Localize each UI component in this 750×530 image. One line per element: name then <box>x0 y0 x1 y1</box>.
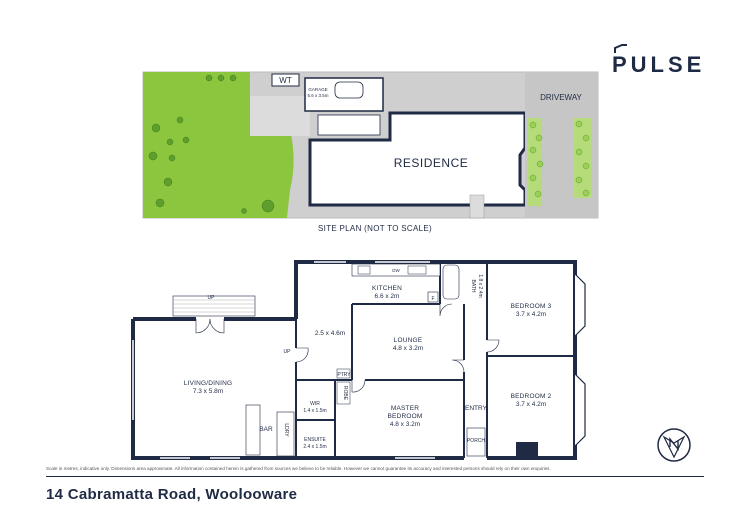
fireplace <box>516 442 538 456</box>
master-name-2: BEDROOM <box>388 413 423 420</box>
wt-label: WT <box>279 76 292 85</box>
bedroom3-dims: 3.7 x 4.2m <box>516 311 546 318</box>
fridge-label: F <box>431 296 434 302</box>
garden-shrubs <box>148 74 275 214</box>
master-dims: 4.8 x 3.2m <box>390 421 420 428</box>
deck-up-label: UP <box>208 295 216 301</box>
bathtub <box>442 264 460 300</box>
deck-boards <box>173 299 255 313</box>
kitchen-name: KITCHEN <box>372 285 402 292</box>
bay-windows <box>574 273 586 447</box>
stairs-up-label: UP <box>284 349 292 355</box>
residence-footprint <box>308 111 527 207</box>
residence-label: RESIDENCE <box>394 156 469 170</box>
pantry-label: PTRY <box>337 372 351 378</box>
site-plan-caption: SITE PLAN (NOT TO SCALE) <box>318 224 432 233</box>
bedroom2-name: BEDROOM 2 <box>511 393 552 400</box>
bedroom2-dims: 3.7 x 4.2m <box>516 401 546 408</box>
property-address: 14 Cabramatta Road, Woolooware <box>46 486 298 503</box>
dining-annex-dims: 2.5 x 4.6m <box>315 330 345 337</box>
bath-dims: 1.8 x 2.4m <box>477 274 483 297</box>
laundry-area <box>276 411 295 457</box>
laundry-label: LDRY <box>283 423 289 437</box>
kitchen-dims: 6.6 x 2m <box>375 293 400 300</box>
door-swings <box>295 303 500 393</box>
fridge <box>427 291 439 303</box>
garage <box>304 77 384 112</box>
brand-logo-mark-icon <box>614 44 627 53</box>
pantry-box <box>336 368 351 379</box>
driveway-label: DRIVEWAY <box>540 93 582 102</box>
north-compass-icon <box>657 428 691 462</box>
patio <box>317 114 381 136</box>
deck <box>172 295 256 317</box>
entry-label: ENTRY <box>465 405 488 412</box>
dishwasher-label: DW <box>392 268 400 273</box>
lounge-dims: 4.8 x 3.2m <box>393 345 423 352</box>
wir-name: WIR <box>310 401 320 407</box>
window-glass <box>132 261 435 459</box>
site-plan: WT GARAGE 5.6 x 3.5m RESIDENCE DRIVEWAY <box>142 71 599 219</box>
disclaimer-text: Scale in metres, indicative only. Dimens… <box>46 466 551 471</box>
garage-dims: 5.6 x 3.5m <box>307 93 328 98</box>
porch-label: PORCH <box>467 438 485 444</box>
french-doors <box>195 318 225 334</box>
robe-box <box>336 381 351 405</box>
ensuite-name: ENSUITE <box>304 437 326 443</box>
floor-plan: UP <box>131 260 586 460</box>
lounge-name: LOUNGE <box>394 337 423 344</box>
bar-counter <box>245 404 261 456</box>
interior-walls <box>295 262 575 458</box>
bath-name: BATH <box>470 280 476 293</box>
cooktop <box>357 265 371 275</box>
kitchen-sink <box>407 265 427 275</box>
exterior-walls <box>131 260 577 460</box>
water-tank <box>271 73 300 87</box>
bar-label: BAR <box>259 426 273 433</box>
floor-plan-drawing: WT GARAGE 5.6 x 3.5m RESIDENCE DRIVEWAY <box>131 71 599 460</box>
robe-label: ROBE <box>342 386 348 401</box>
car-icon <box>334 81 364 99</box>
path-strip <box>469 194 485 219</box>
kitchen-bench <box>351 263 441 277</box>
driveway-hedges <box>528 118 592 206</box>
footer-divider <box>46 476 704 477</box>
living-dims: 7.3 x 5.8m <box>193 388 223 395</box>
ensuite-dims: 2.4 x 1.5m <box>303 444 326 450</box>
wir-dims: 1.4 x 1.5m <box>303 408 326 414</box>
master-name: MASTER <box>391 405 419 412</box>
brand-logo: PULSE <box>612 52 706 77</box>
bedroom3-name: BEDROOM 3 <box>511 303 552 310</box>
garage-label: GARAGE <box>308 87 327 92</box>
living-name: LIVING/DINING <box>184 380 232 387</box>
porch <box>466 427 486 457</box>
